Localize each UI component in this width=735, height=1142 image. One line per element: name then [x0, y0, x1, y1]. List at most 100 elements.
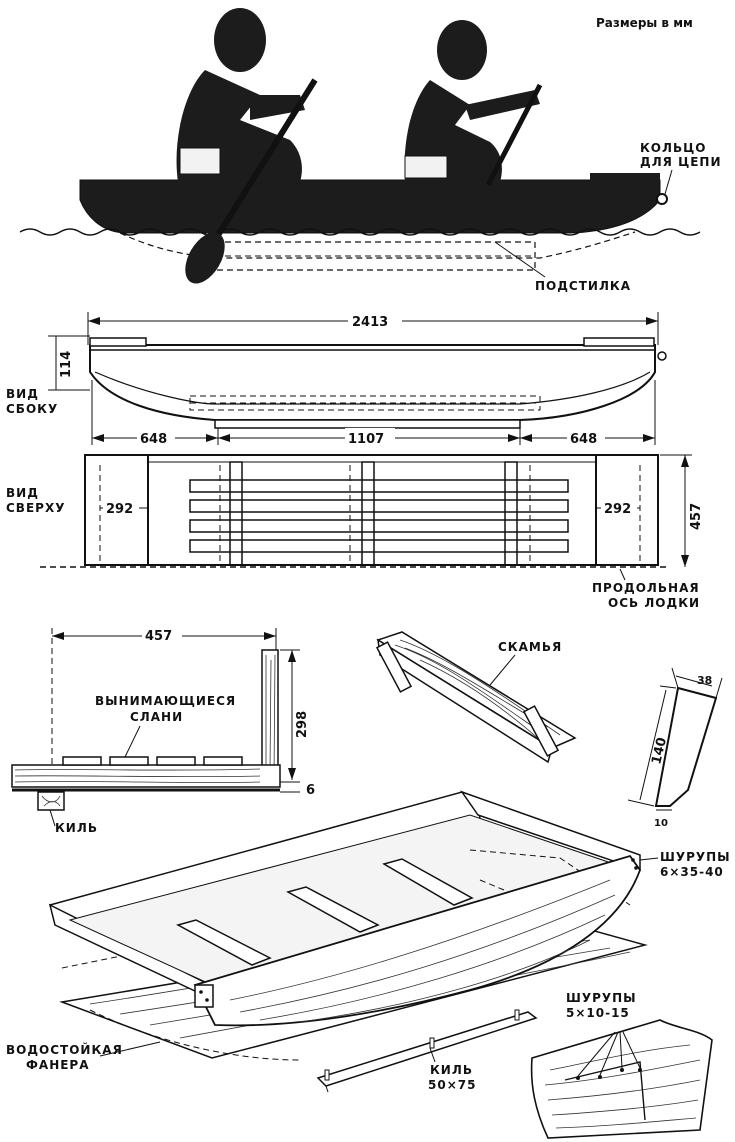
label-keel-part-2: 50×75	[428, 1078, 476, 1092]
leader-keel-section	[49, 809, 56, 827]
arrow-b2	[206, 434, 218, 442]
side-hull-outline	[89, 344, 656, 421]
dim-292l-bg	[103, 499, 139, 517]
cross-section: 457 298 6 ВЫНИМАЮЩИЕСЯ СЛАНИ КИЛЬ	[11, 626, 315, 835]
dim-beam: 457	[689, 503, 704, 530]
rowing-scene: Размеры в мм КОЛЬЦО ДЛЯ ЦЕПИ	[19, 8, 722, 293]
arrow-sh-top	[288, 650, 296, 662]
bench-part: СКАМЬЯ	[375, 631, 577, 764]
iso-frame-3	[382, 858, 474, 906]
joint-screw-icon-1	[576, 1076, 580, 1080]
dim-292r-bg	[601, 499, 637, 517]
iso-front-side	[193, 854, 642, 1027]
bench-cleat-1	[375, 641, 413, 693]
side-bow-deck	[89, 337, 147, 347]
section-slat-1	[62, 756, 102, 766]
plywood-hidden-curve	[89, 1009, 301, 1061]
joint-step	[564, 1061, 646, 1121]
screw-icon-4	[634, 866, 638, 870]
joint-detail: ШУРУПЫ 5×10-15	[530, 991, 713, 1139]
keel-part: КИЛЬ 50×75	[316, 1009, 538, 1093]
section-floor-grain	[14, 768, 261, 783]
arrow-sh-bot	[288, 768, 296, 780]
joint-screw-icon-2	[598, 1075, 602, 1079]
leader-slats	[124, 725, 141, 758]
dim-section-width: 457	[145, 629, 172, 644]
label-plywood-2: ФАНЕРА	[26, 1058, 90, 1072]
screw-icon-3	[631, 858, 635, 862]
side-chain-ring-icon	[657, 351, 667, 361]
joint-grain	[544, 1044, 701, 1129]
joint-screw-icon-3	[620, 1068, 624, 1072]
arrow-sw-r	[264, 632, 276, 640]
top-slat-4	[189, 539, 569, 553]
joint-block	[530, 1019, 713, 1139]
dim-end-left: 648	[140, 432, 167, 447]
leader-screw-d	[622, 1031, 641, 1069]
leader-long-axis	[619, 568, 626, 581]
dim-section-height: 298	[295, 711, 310, 738]
label-screws-2b: 5×10-15	[566, 1006, 630, 1020]
keel-pin-1	[324, 1069, 330, 1081]
rower-right	[404, 20, 540, 182]
label-keel-part-1: КИЛЬ	[430, 1063, 473, 1077]
dim-end-right-top: 292	[604, 502, 631, 517]
leader-bench	[489, 654, 516, 686]
arrow-b3	[218, 434, 230, 442]
top-frame-3	[504, 461, 518, 566]
dim-middle: 1107	[348, 432, 384, 447]
dim-middle-bg	[345, 428, 395, 448]
arrow-overall-r	[646, 317, 658, 325]
arrow-b6	[643, 434, 655, 442]
leader-screw-b	[599, 1031, 619, 1076]
arrow-sw-l	[52, 632, 64, 640]
scene-hull-underwater	[119, 231, 636, 259]
label-chain-ring-1: КОЛЬЦО	[640, 141, 706, 155]
leader-screw-c	[619, 1031, 623, 1069]
top-slat-2	[189, 499, 569, 513]
section-keel-grain	[41, 795, 61, 807]
dim-end-left-bg	[137, 428, 175, 448]
top-frame-1	[229, 461, 243, 566]
water-line	[19, 228, 701, 236]
side-keel	[214, 419, 521, 429]
side-chine-line	[94, 371, 651, 405]
dim-bottom-thickness: 6	[306, 783, 315, 798]
bench-cleat-2	[522, 705, 560, 757]
label-side-view-1: ВИД	[6, 387, 39, 401]
screw-icon-1	[199, 990, 203, 994]
top-outline	[84, 454, 659, 566]
bench-front	[377, 638, 553, 764]
label-top-view-1: ВИД	[6, 486, 39, 500]
label-bench: СКАМЬЯ	[498, 640, 562, 654]
bench-grain	[394, 639, 561, 741]
dim-end-right: 648	[570, 432, 597, 447]
leader-screw-a	[577, 1031, 616, 1077]
leader-plywood	[99, 1041, 161, 1057]
arrow-beam-top	[681, 455, 689, 467]
iso-frame-2	[286, 886, 380, 933]
section-slat-3	[156, 756, 196, 766]
ext-bw-r	[715, 677, 723, 699]
label-long-axis-1: ПРОДОЛЬНАЯ	[592, 581, 700, 595]
paddle-left-shaft	[212, 78, 318, 242]
label-screws-1a: ШУРУПЫ	[660, 850, 731, 864]
dim-side-height: 114	[59, 351, 74, 378]
ext-bw-l	[671, 667, 679, 689]
label-floor-mat: ПОДСТИЛКА	[535, 279, 631, 293]
side-stern-deck	[583, 337, 655, 347]
dim-overall-bg	[348, 311, 402, 331]
top-view: ВИД СВЕРХУ 292 292 457 ПРОДОЛЬ	[6, 454, 704, 610]
label-top-view-2: СВЕРХУ	[6, 501, 65, 515]
label-screws-1b: 6×35-40	[660, 865, 724, 879]
dim-sw-bg	[142, 626, 182, 644]
paddle-left-blade	[185, 232, 225, 284]
label-side-view-2: СБОКУ	[6, 402, 58, 416]
iso-bow-post	[194, 984, 214, 1008]
section-keel	[37, 791, 65, 811]
arrow-b4	[508, 434, 520, 442]
label-chain-ring-2: ДЛЯ ЦЕПИ	[640, 155, 722, 169]
dim-bracket-height: 140	[649, 736, 670, 766]
scene-hull	[79, 179, 661, 234]
